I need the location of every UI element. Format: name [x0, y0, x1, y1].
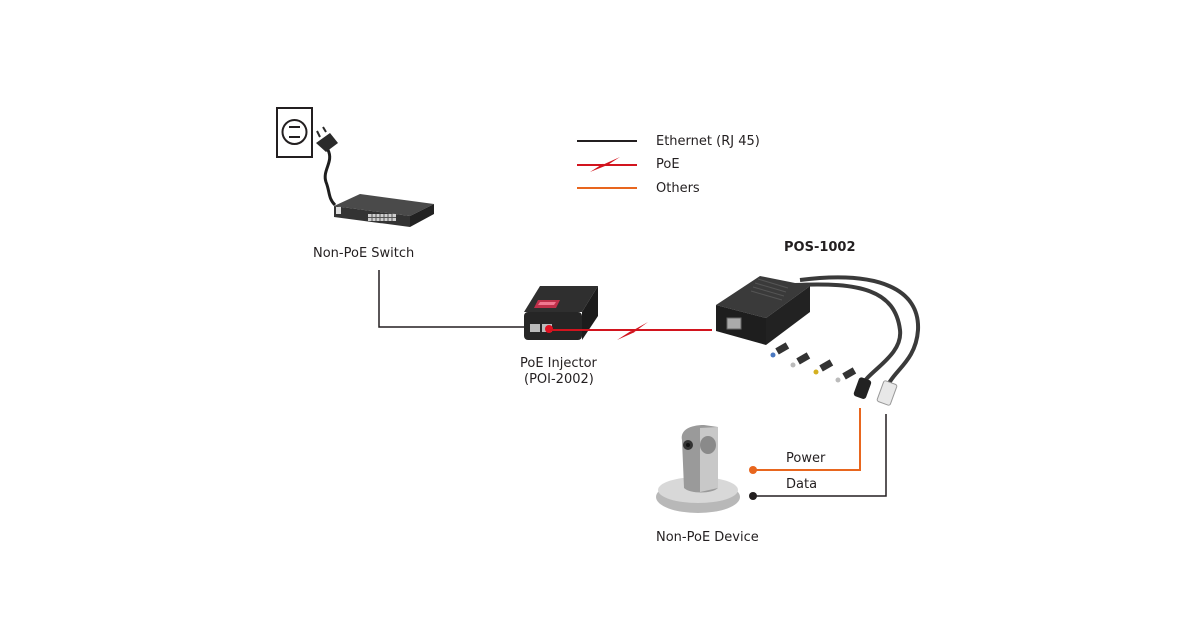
pos-1002-splitter-device: [716, 275, 921, 406]
switch-label: Non-PoE Switch: [313, 246, 415, 261]
poe-bolt-icon: [617, 322, 648, 340]
data-label: Data: [786, 477, 818, 492]
power-endpoint-dot: [749, 466, 757, 474]
power-plug-icon: [316, 126, 338, 207]
legend-poe-bolt-icon: [590, 157, 620, 172]
ethernet-cable-switch-injector: [378, 270, 530, 328]
legend-poe-label: PoE: [656, 157, 680, 172]
power-label: Power: [786, 451, 826, 466]
non-poe-switch-device: [334, 194, 434, 227]
legend-ethernet-label: Ethernet (RJ 45): [656, 134, 760, 149]
non-poe-device-camera: [656, 425, 740, 513]
wall-outlet-icon: [276, 107, 313, 158]
injector-label-line1: PoE Injector: [520, 356, 597, 371]
splitter-label: POS-1002: [784, 240, 856, 255]
legend-others-label: Others: [656, 181, 700, 196]
data-cable: [753, 414, 887, 497]
data-endpoint-dot: [749, 492, 757, 500]
device-label: Non-PoE Device: [656, 530, 759, 545]
power-cable: [753, 408, 861, 471]
poe-injector-device: [524, 286, 598, 340]
injector-label-line2: (POI-2002): [524, 372, 594, 387]
